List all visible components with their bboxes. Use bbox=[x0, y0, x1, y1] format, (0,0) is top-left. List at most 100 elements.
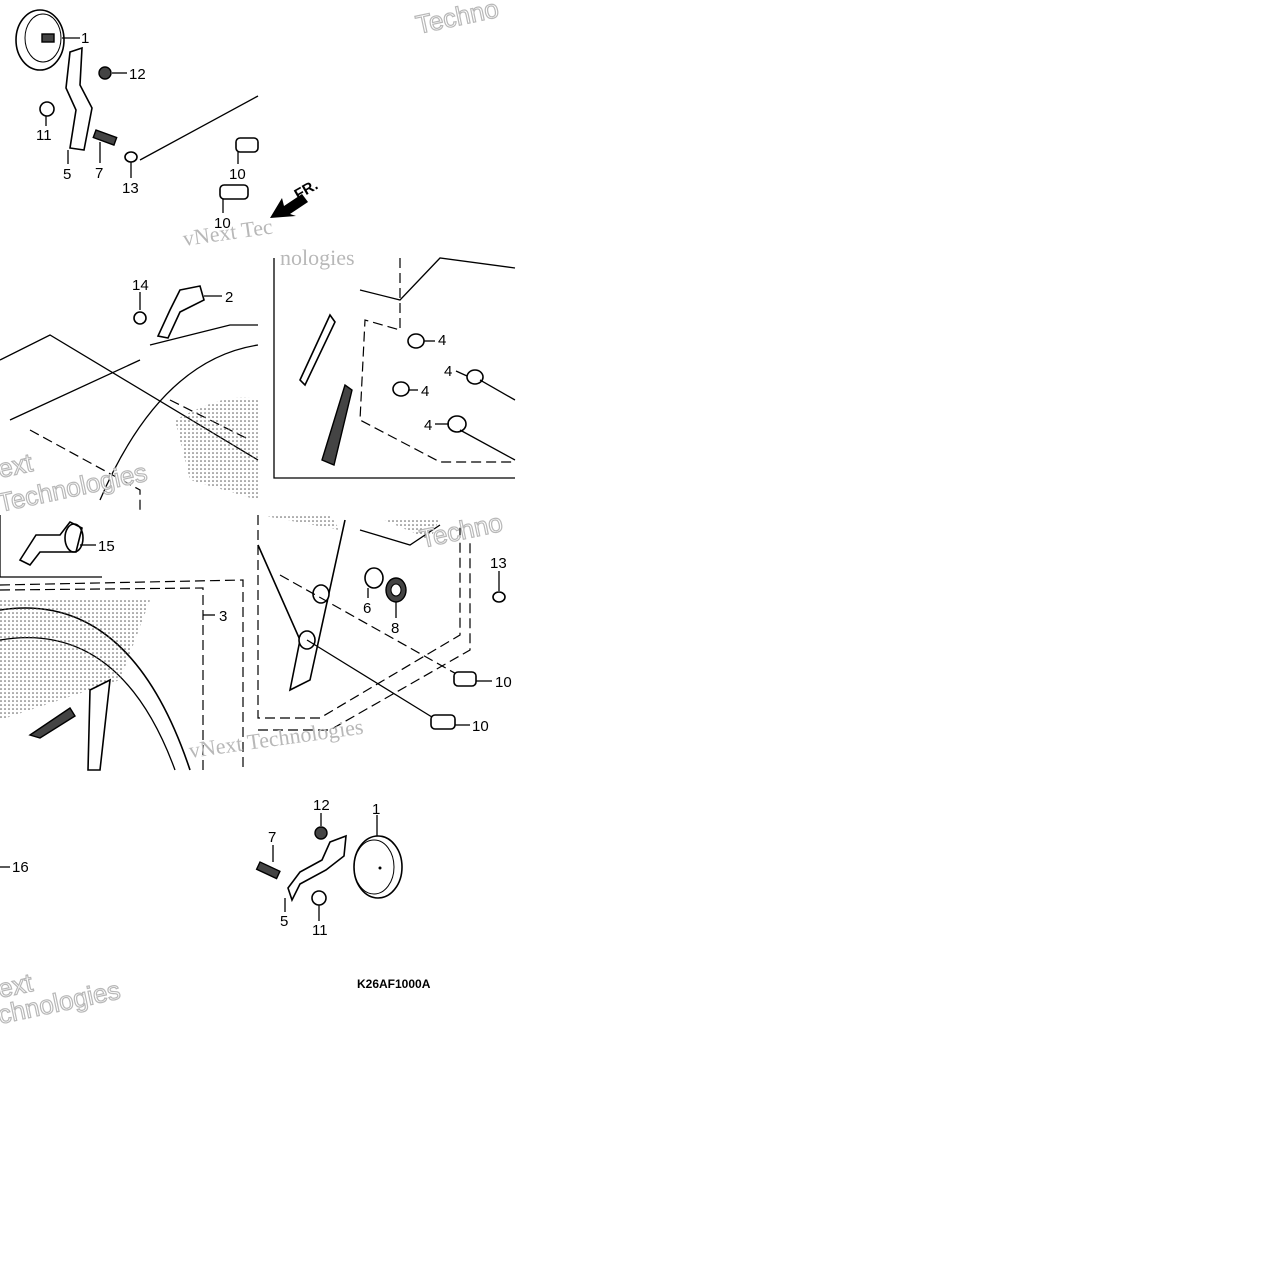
diagram-code: K26AF1000A bbox=[357, 977, 431, 991]
clamp-frame bbox=[0, 515, 102, 578]
clamp-loop bbox=[64, 523, 84, 553]
panel-top-edge bbox=[359, 257, 516, 301]
bracket-part-5-top bbox=[65, 46, 93, 151]
bracket-part-5-bottom bbox=[287, 834, 347, 903]
panel-hidden-outline bbox=[359, 258, 515, 463]
callout-8: 8 bbox=[391, 620, 399, 637]
callout-16: 16 bbox=[12, 859, 29, 876]
bolt-part-7-bottom bbox=[255, 861, 281, 880]
inner-panel-box-2 bbox=[258, 540, 471, 731]
nut-part-11-bottom bbox=[311, 890, 327, 906]
callout-7-top: 7 bbox=[95, 165, 103, 182]
reflector-assembly-top bbox=[15, 9, 259, 200]
reflector-center bbox=[378, 866, 382, 870]
clamp-part-15 bbox=[18, 520, 83, 567]
callout-3: 3 bbox=[219, 608, 227, 625]
callout-13-b: 13 bbox=[490, 555, 507, 572]
watermark-2: vNext Tec bbox=[181, 214, 274, 251]
inner-panel-shape bbox=[257, 519, 346, 692]
grommet-part-4-a bbox=[407, 333, 425, 349]
reflector-part-1-bottom bbox=[353, 835, 403, 899]
callout-11-top: 11 bbox=[36, 127, 52, 144]
callout-13-top: 13 bbox=[122, 180, 139, 197]
nut-part-12-top bbox=[98, 66, 112, 80]
screw-part-10-a bbox=[235, 137, 259, 153]
panel-frame bbox=[273, 258, 515, 479]
front-direction-arrow: FR. bbox=[270, 177, 321, 218]
watermark-4: ext bbox=[0, 447, 36, 484]
screw-part-10-b bbox=[219, 184, 249, 200]
fender-curve bbox=[99, 344, 259, 501]
fender-marker bbox=[28, 707, 76, 739]
watermark-6: Techno bbox=[417, 507, 505, 554]
callout-10-a: 10 bbox=[229, 166, 246, 183]
bracket-part-2 bbox=[156, 285, 205, 339]
watermark-1: Techno bbox=[413, 0, 501, 40]
callout-12-top: 12 bbox=[129, 66, 146, 83]
grommet-part-4-c bbox=[466, 369, 484, 385]
fender-box-inner bbox=[0, 587, 204, 770]
bolt-part-7-top bbox=[92, 129, 118, 146]
callout-labels: 1 12 11 5 7 13 10 10 14 2 4 4 4 4 15 3 1… bbox=[12, 30, 512, 939]
callout-1-top: 1 bbox=[81, 30, 89, 47]
arrow-icon bbox=[270, 194, 308, 218]
callout-10-d: 10 bbox=[472, 718, 489, 735]
inner-panel-shading bbox=[260, 515, 340, 530]
panel-emblem bbox=[321, 383, 353, 466]
callout-10-c: 10 bbox=[495, 674, 512, 691]
callout-14: 14 bbox=[132, 277, 149, 294]
side-panel-section bbox=[273, 257, 516, 479]
assembly-line-4b bbox=[479, 379, 516, 401]
callout-4-b: 4 bbox=[421, 383, 429, 400]
watermarks: Techno vNext Tec Technologies ext vNext … bbox=[0, 0, 506, 1030]
inner-panel-box bbox=[257, 515, 461, 719]
callout-10-b: 10 bbox=[214, 215, 231, 232]
fender-edge-line-2 bbox=[9, 359, 141, 421]
screw-part-10-c bbox=[453, 671, 477, 687]
callout-2: 2 bbox=[225, 289, 233, 306]
panel-slot bbox=[299, 313, 336, 387]
callout-11-bottom: 11 bbox=[312, 922, 328, 939]
fender-box-outer bbox=[0, 579, 244, 770]
callout-1-bottom: 1 bbox=[372, 801, 380, 818]
grommet-part-4-b bbox=[392, 381, 410, 397]
upper-fender-section bbox=[0, 285, 259, 512]
washer-part-13-b bbox=[492, 591, 506, 603]
callout-4-a: 4 bbox=[438, 332, 446, 349]
callout-12-bottom: 12 bbox=[313, 797, 330, 814]
collar-part-6 bbox=[364, 567, 384, 589]
clamp-section bbox=[0, 515, 102, 578]
assembly-line-4 bbox=[459, 429, 516, 461]
leader-lines bbox=[0, 37, 500, 921]
fender-top-line bbox=[149, 324, 258, 346]
grommet-part-8-hole bbox=[390, 583, 402, 597]
reflector-inner-ring bbox=[24, 13, 62, 63]
callout-7-bottom: 7 bbox=[268, 829, 276, 846]
inner-panel-shading-2 bbox=[380, 518, 440, 540]
watermark-7: nologies bbox=[280, 245, 355, 270]
fender-shading bbox=[175, 397, 258, 500]
grommet-part-4-d bbox=[447, 415, 467, 433]
assembly-line bbox=[139, 95, 259, 161]
front-fender-section bbox=[0, 579, 244, 771]
callout-5-bottom: 5 bbox=[280, 913, 288, 930]
screw-axis-2 bbox=[306, 639, 441, 723]
callout-6: 6 bbox=[363, 600, 371, 617]
callout-4-d: 4 bbox=[424, 417, 432, 434]
nut-part-11-top bbox=[39, 101, 55, 117]
reflector-bottom-ring bbox=[353, 839, 395, 895]
reflector-part-1-top bbox=[15, 9, 65, 71]
fender-shading-lower bbox=[0, 600, 150, 720]
nut-part-14 bbox=[133, 311, 147, 325]
panel-hole-1 bbox=[312, 584, 330, 604]
nut-part-12-bottom bbox=[314, 826, 328, 840]
fender-stay bbox=[87, 678, 111, 771]
watermark-5: vNext Technologies bbox=[187, 714, 365, 763]
washer-part-13-top bbox=[124, 151, 138, 163]
callout-15: 15 bbox=[98, 538, 115, 555]
screw-axis-1 bbox=[279, 574, 461, 677]
screw-part-10-d bbox=[430, 714, 456, 730]
reflector-assembly-bottom bbox=[255, 826, 403, 906]
